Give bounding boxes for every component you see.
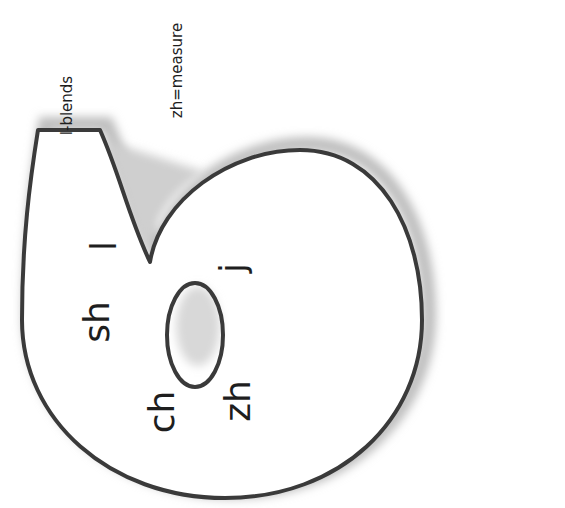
group-label: l-blends (61, 75, 76, 134)
sound-label: zh (220, 380, 256, 422)
sound-label: j (215, 263, 251, 273)
note-label: zh=measure (171, 22, 186, 117)
sound-label: sh (79, 301, 115, 343)
sound-label: l (86, 241, 122, 251)
sound-label: ch (144, 391, 180, 434)
